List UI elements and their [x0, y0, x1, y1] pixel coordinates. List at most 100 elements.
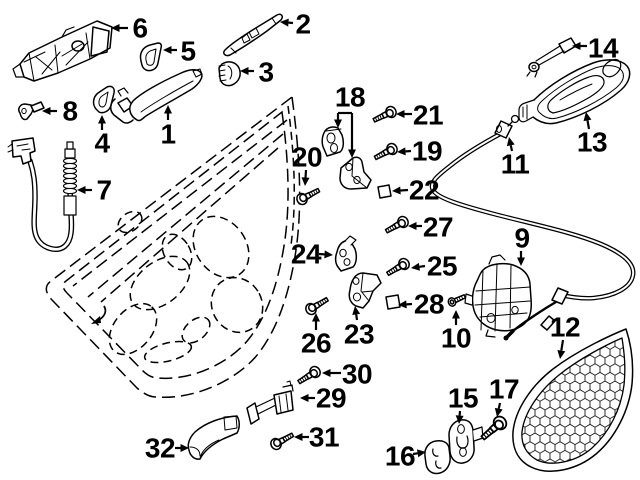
callout-arrow-head	[111, 24, 120, 32]
part-9-release-cable	[429, 114, 636, 305]
callout-arrow-head	[398, 300, 407, 309]
callout-label-12: 12	[550, 312, 580, 343]
callout-25: 25	[411, 251, 458, 282]
part-32-check-cover	[187, 415, 240, 460]
callout-14: 14	[572, 33, 619, 64]
callout-18: 18	[334, 82, 366, 158]
callout-28: 28	[398, 289, 445, 320]
callout-label-4: 4	[94, 128, 110, 159]
callout-10: 10	[441, 310, 472, 354]
callout-arrow-head	[397, 147, 406, 156]
callout-2: 2	[280, 9, 311, 40]
part-4-gasket	[92, 85, 115, 114]
callout-arrow-head	[294, 433, 303, 441]
callout-arrow-shaft	[355, 314, 359, 321]
callout-arrow-head	[408, 222, 417, 230]
callout-3: 3	[240, 57, 274, 88]
callout-label-5: 5	[180, 36, 195, 67]
part-22-spacer	[377, 184, 392, 199]
part-15-striker-plate	[448, 419, 484, 464]
callout-15: 15	[448, 383, 479, 424]
callout-label-14: 14	[588, 33, 619, 64]
callout-26: 26	[301, 313, 332, 359]
callout-arrow-shaft	[419, 264, 426, 268]
callout-arrow-shaft	[497, 402, 502, 409]
callout-arrow-shaft	[586, 120, 591, 130]
callout-27: 27	[408, 212, 454, 243]
callout-label-7: 7	[96, 175, 111, 206]
callout-label-15: 15	[448, 383, 478, 414]
callout-label-16: 16	[385, 441, 415, 472]
callout-4: 4	[94, 115, 111, 159]
callout-20: 20	[292, 142, 323, 186]
part-18-lower-hinge	[339, 156, 372, 190]
callout-29: 29	[300, 383, 347, 414]
callout-9: 9	[514, 223, 530, 266]
callout-arrow-head	[300, 394, 309, 402]
callout-label-1: 1	[160, 119, 175, 150]
callout-arrow-head	[98, 115, 106, 124]
part-6-handle-carrier	[12, 20, 113, 82]
callout-arrow-head	[452, 310, 460, 319]
callout-13: 13	[577, 112, 608, 158]
callout-12: 12	[550, 312, 581, 359]
callout-label-30: 30	[342, 359, 372, 390]
part-1-exterior-door-handle	[110, 68, 203, 124]
part-7-lock-cable	[7, 137, 78, 252]
part-12-speaker-grille	[512, 328, 634, 472]
door-fold-arrow	[91, 305, 107, 324]
callout-arrow-head	[557, 349, 566, 359]
callout-arrow-head	[322, 369, 331, 377]
callout-label-3: 3	[258, 57, 273, 88]
callout-label-27: 27	[423, 212, 453, 243]
callout-arrow-shaft	[509, 145, 514, 152]
callout-arrow-head	[411, 262, 420, 271]
part-23-hinge-bracket	[348, 272, 382, 309]
part-5-gasket	[139, 42, 163, 72]
callout-7: 7	[77, 175, 112, 206]
part-16-striker-shim	[424, 440, 451, 475]
callout-arrow-head	[583, 112, 592, 122]
callout-arrow-head	[494, 407, 503, 417]
callout-19: 19	[397, 136, 443, 167]
callout-label-17: 17	[489, 374, 519, 405]
callout-label-2: 2	[295, 9, 310, 40]
callout-arrow-head	[416, 449, 426, 458]
callout-arrow-head	[301, 177, 310, 186]
callout-arrow-head	[506, 137, 515, 147]
callout-8: 8	[42, 96, 78, 127]
callout-label-29: 29	[316, 383, 346, 414]
part-9-inner-cable	[503, 300, 558, 341]
callout-arrow-head	[334, 119, 342, 128]
callout-17: 17	[489, 374, 520, 417]
callout-arrow-shaft	[412, 452, 418, 456]
callout-arrow-head	[240, 67, 249, 75]
callout-24: 24	[291, 239, 333, 270]
callout-arrow-head	[396, 110, 405, 118]
callout-label-21: 21	[413, 100, 443, 131]
callout-arrow-head	[164, 105, 172, 114]
callout-21: 21	[396, 100, 444, 131]
callout-arrow-head	[77, 186, 86, 194]
callout-label-20: 20	[292, 142, 322, 173]
callout-32: 32	[145, 433, 189, 464]
part-14-lever	[526, 37, 577, 78]
callout-22: 22	[392, 175, 440, 206]
callout-label-24: 24	[291, 239, 322, 270]
part-28-spacer	[385, 294, 401, 310]
callout-arrow-head	[352, 306, 361, 315]
part-8-clip	[18, 101, 45, 121]
callout-label-25: 25	[427, 251, 457, 282]
callout-16: 16	[385, 441, 426, 472]
callout-label-13: 13	[577, 127, 607, 158]
part-29-door-check	[246, 380, 294, 425]
callout-label-28: 28	[414, 289, 444, 320]
part-11-cable-end	[494, 114, 520, 139]
callout-5: 5	[163, 36, 196, 67]
callout-arrow-shaft	[560, 339, 565, 351]
callout-label-9: 9	[514, 223, 529, 254]
callout-label-18: 18	[335, 82, 365, 113]
callout-arrow-head	[42, 107, 51, 115]
